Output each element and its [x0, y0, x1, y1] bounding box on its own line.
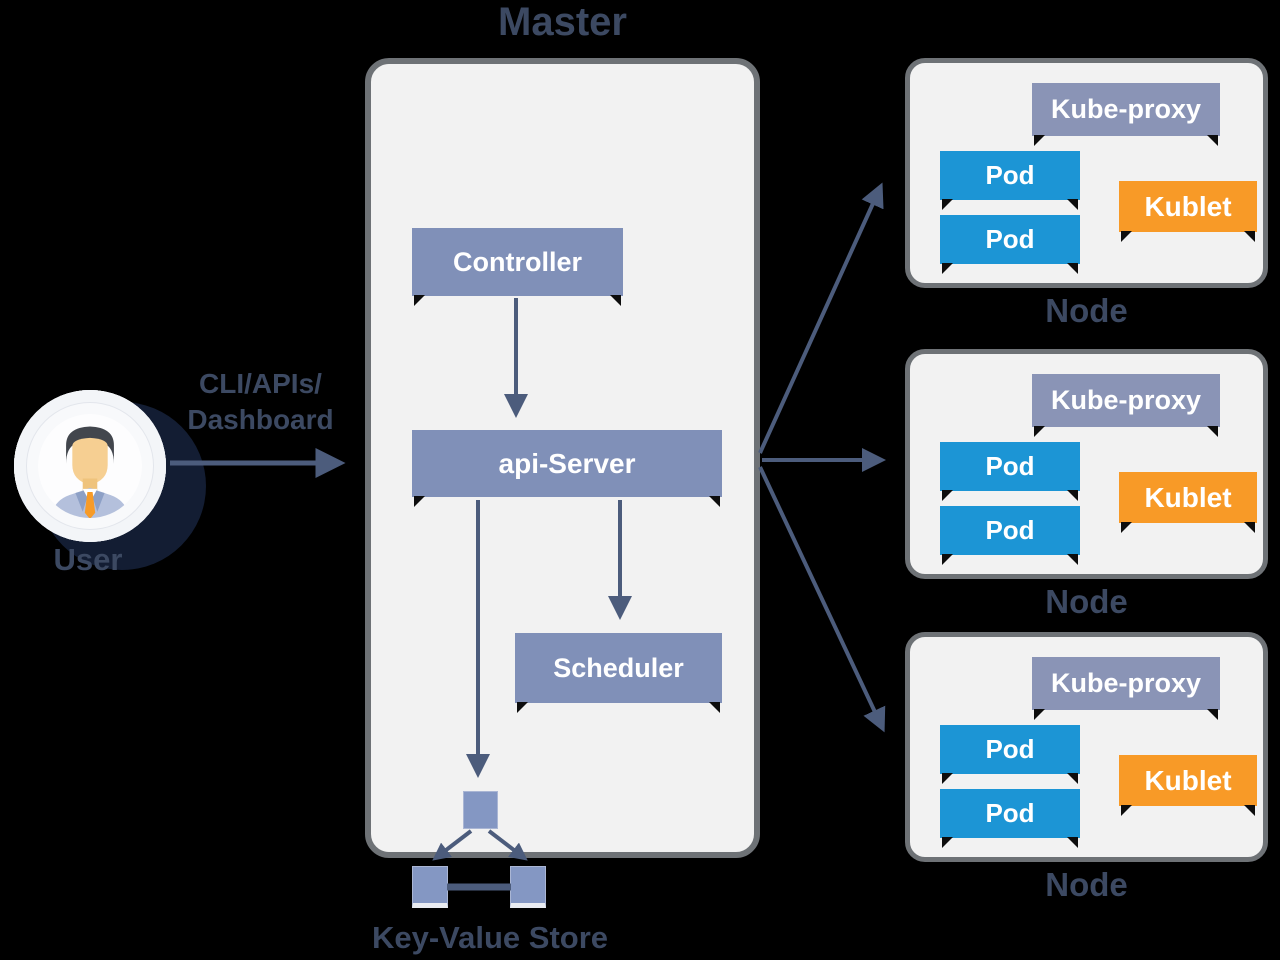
controller-box: Controller	[412, 228, 623, 306]
node-2-kublet-box: Kublet	[1119, 472, 1257, 533]
node-3: Kube-proxy Pod Pod Kublet Node	[905, 632, 1270, 907]
node-1-kube-proxy-box: Kube-proxy	[1032, 83, 1220, 146]
cli-apis-label-line1: CLI/APIs/	[199, 368, 322, 399]
node-1: Kube-proxy Pod Pod Kublet Node	[905, 58, 1270, 333]
user-avatar	[0, 380, 220, 600]
node-2-label: Node	[1045, 583, 1128, 620]
user-person-icon	[38, 414, 142, 518]
kv-store-node-right	[510, 866, 546, 908]
node-1-panel: Kube-proxy Pod Pod Kublet	[905, 58, 1268, 288]
node-3-pod-box: Pod	[940, 789, 1080, 848]
kv-store-node-top	[463, 791, 498, 829]
node-3-panel: Kube-proxy Pod Pod Kublet	[905, 632, 1268, 862]
cli-apis-label-line2: Dashboard	[187, 404, 334, 435]
node-1-label: Node	[1045, 292, 1128, 329]
api-server-box: api-Server	[412, 430, 722, 507]
node-3-kube-proxy-box: Kube-proxy	[1032, 657, 1220, 720]
master-panel: Controller api-Server Scheduler	[365, 58, 760, 858]
node-3-pod-box: Pod	[940, 725, 1080, 784]
node-3-label: Node	[1045, 866, 1128, 903]
node-1-kublet-box: Kublet	[1119, 181, 1257, 242]
cli-apis-dashboard-label: CLI/APIs/ Dashboard	[168, 366, 353, 438]
node-2-pod-box: Pod	[940, 506, 1080, 565]
node-1-pod-box: Pod	[940, 215, 1080, 274]
node-2: Kube-proxy Pod Pod Kublet Node	[905, 349, 1270, 624]
user-avatar-circle	[14, 390, 166, 542]
scheduler-box: Scheduler	[515, 633, 722, 713]
master-title: Master	[498, 0, 627, 44]
kv-store-label: Key-Value Store	[371, 920, 609, 955]
node-2-kube-proxy-box: Kube-proxy	[1032, 374, 1220, 437]
arrow-master-to-node-1	[758, 182, 884, 454]
node-2-panel: Kube-proxy Pod Pod Kublet	[905, 349, 1268, 579]
arrow-master-to-node-3	[758, 466, 886, 733]
node-3-kublet-box: Kublet	[1119, 755, 1257, 816]
node-2-pod-box: Pod	[940, 442, 1080, 501]
user-label: User	[53, 542, 123, 577]
kv-store-node-left	[412, 866, 448, 908]
node-1-pod-box: Pod	[940, 151, 1080, 210]
